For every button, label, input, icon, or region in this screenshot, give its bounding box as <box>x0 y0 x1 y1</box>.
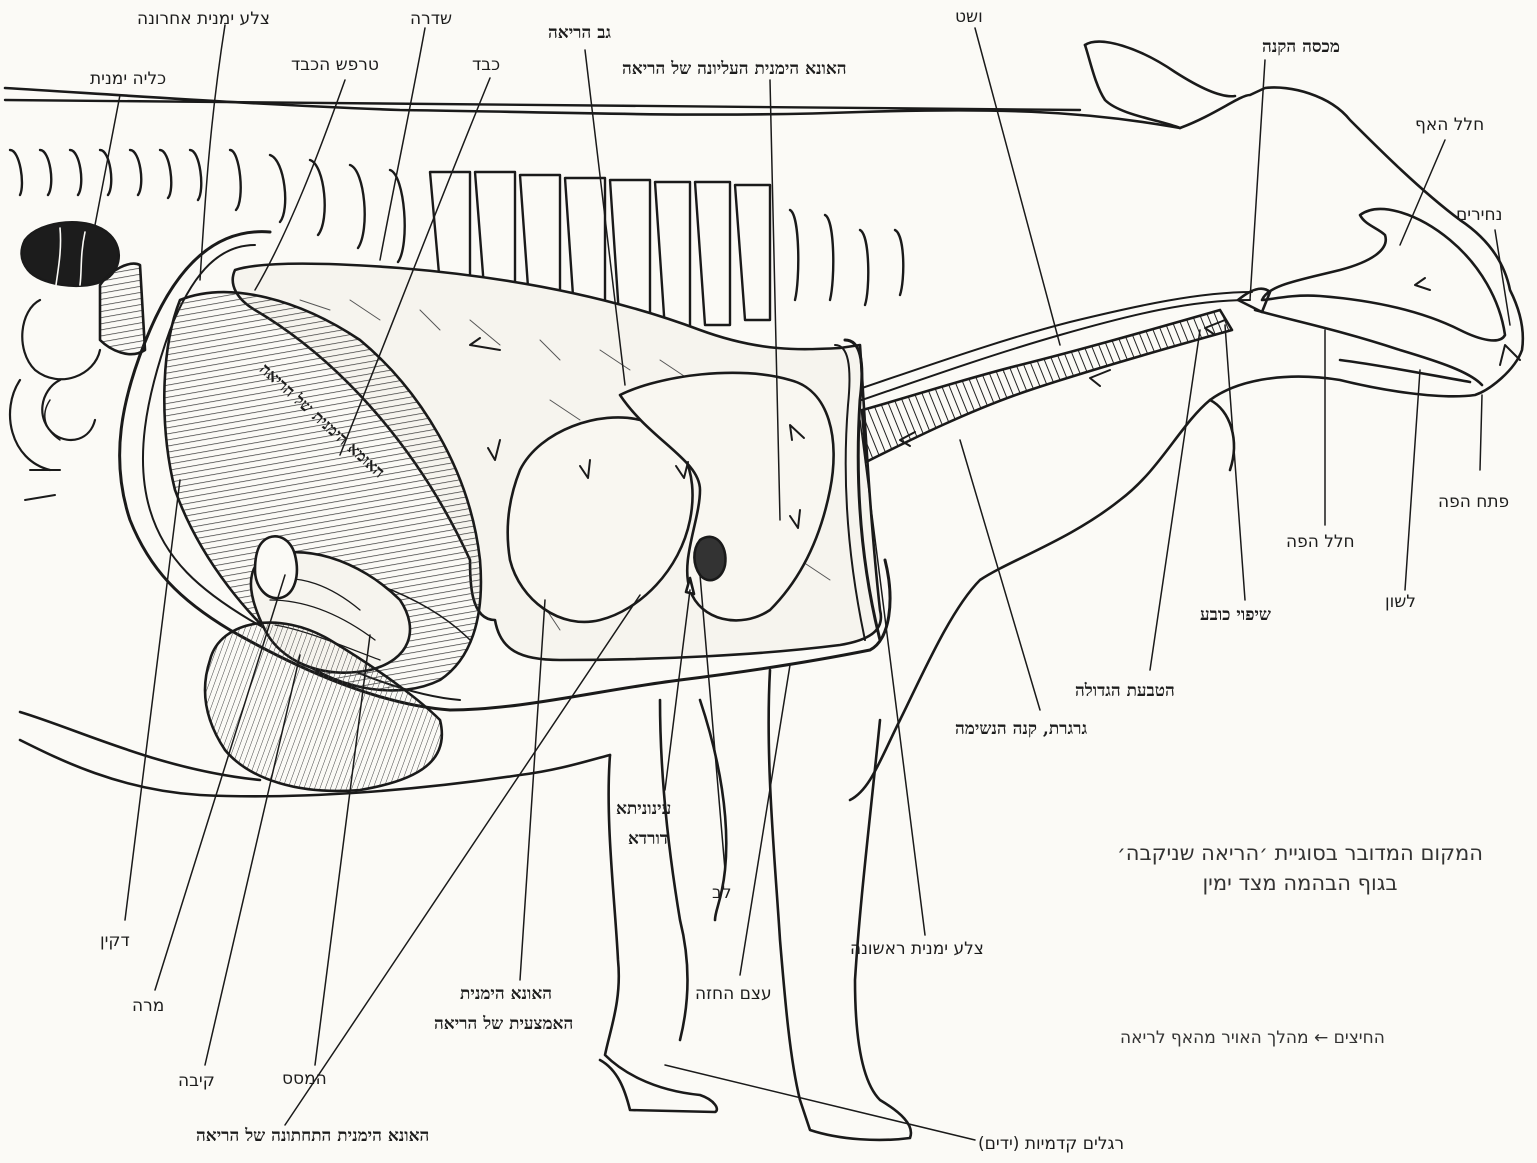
label-middle-lobe-1: האונא הימנית <box>460 985 552 1005</box>
label-abomasum: קיבה <box>178 1072 215 1092</box>
heart-area <box>694 537 725 580</box>
caption-line-1: המקום המדובר בסוגיית ׳הריאה שניקבה׳ <box>1080 838 1520 868</box>
label-oral-cavity: חלל הפה <box>1286 533 1355 553</box>
label-epiglottis: מכסה הקנה <box>1262 38 1340 58</box>
neck-underside <box>1210 400 1234 470</box>
caption-line-2: בגוף הבהמה מצד ימין <box>1080 868 1520 898</box>
label-liver-lobe: טרפש הכבד <box>291 56 379 76</box>
label-tongue: לשון <box>1385 593 1416 613</box>
label-nostrils: נחירים <box>1456 206 1502 226</box>
label-intestine: דקין <box>100 932 130 952</box>
gallbladder <box>255 536 297 598</box>
label-right-kidney: כליה ימנית <box>90 70 166 90</box>
label-lung-back: גב הריאה <box>548 24 611 44</box>
label-spine: שדרה <box>410 10 452 30</box>
label-omasum: המסס <box>282 1070 327 1090</box>
label-trachea-lining: שיפוי כובע <box>1200 606 1271 626</box>
label-nasal-cavity: חלל האף <box>1415 116 1484 136</box>
caption: המקום המדובר בסוגיית ׳הריאה שניקבה׳ בגוף… <box>1080 838 1520 899</box>
label-inunita-durda-2: דורדא <box>628 830 668 850</box>
label-lower-lobe: האונא הימנית התחתונה של הריאה <box>196 1127 429 1147</box>
head-top <box>1085 42 1235 97</box>
kidney <box>22 222 119 286</box>
label-large-ring: הטבעת הגדולה <box>1075 682 1175 702</box>
label-middle-lobe-2: האמצעית של הריאה <box>434 1015 573 1035</box>
label-upper-right-lobe: האונא הימנית העליונה של הריאה <box>622 60 847 80</box>
esophagus <box>862 292 1252 400</box>
label-mouth-opening: פתח הפה <box>1438 493 1509 513</box>
label-trachea: גרגרת, קנה הנשימה <box>955 720 1087 740</box>
intestine-loops <box>10 300 100 470</box>
label-sternum: עצם החזה <box>695 985 772 1005</box>
label-liver: כבד <box>472 56 500 76</box>
label-last-right-rib: צלע ימנית אחרונה <box>137 10 270 30</box>
label-heart: לב <box>712 884 732 904</box>
mouth-line <box>1255 310 1482 385</box>
label-first-right-rib: צלע ימנית ראשונה <box>850 940 984 960</box>
label-gallbladder: מרה <box>132 997 164 1017</box>
label-forelegs: רגלים קדמיות (ידים) <box>978 1135 1124 1155</box>
label-esophagus: ושט <box>955 8 983 28</box>
label-inunita-durda-1: עינוניתא <box>616 800 671 820</box>
arrow-legend: החיצים ← מהלך האויר מהאף לריאה <box>1120 1028 1385 1048</box>
